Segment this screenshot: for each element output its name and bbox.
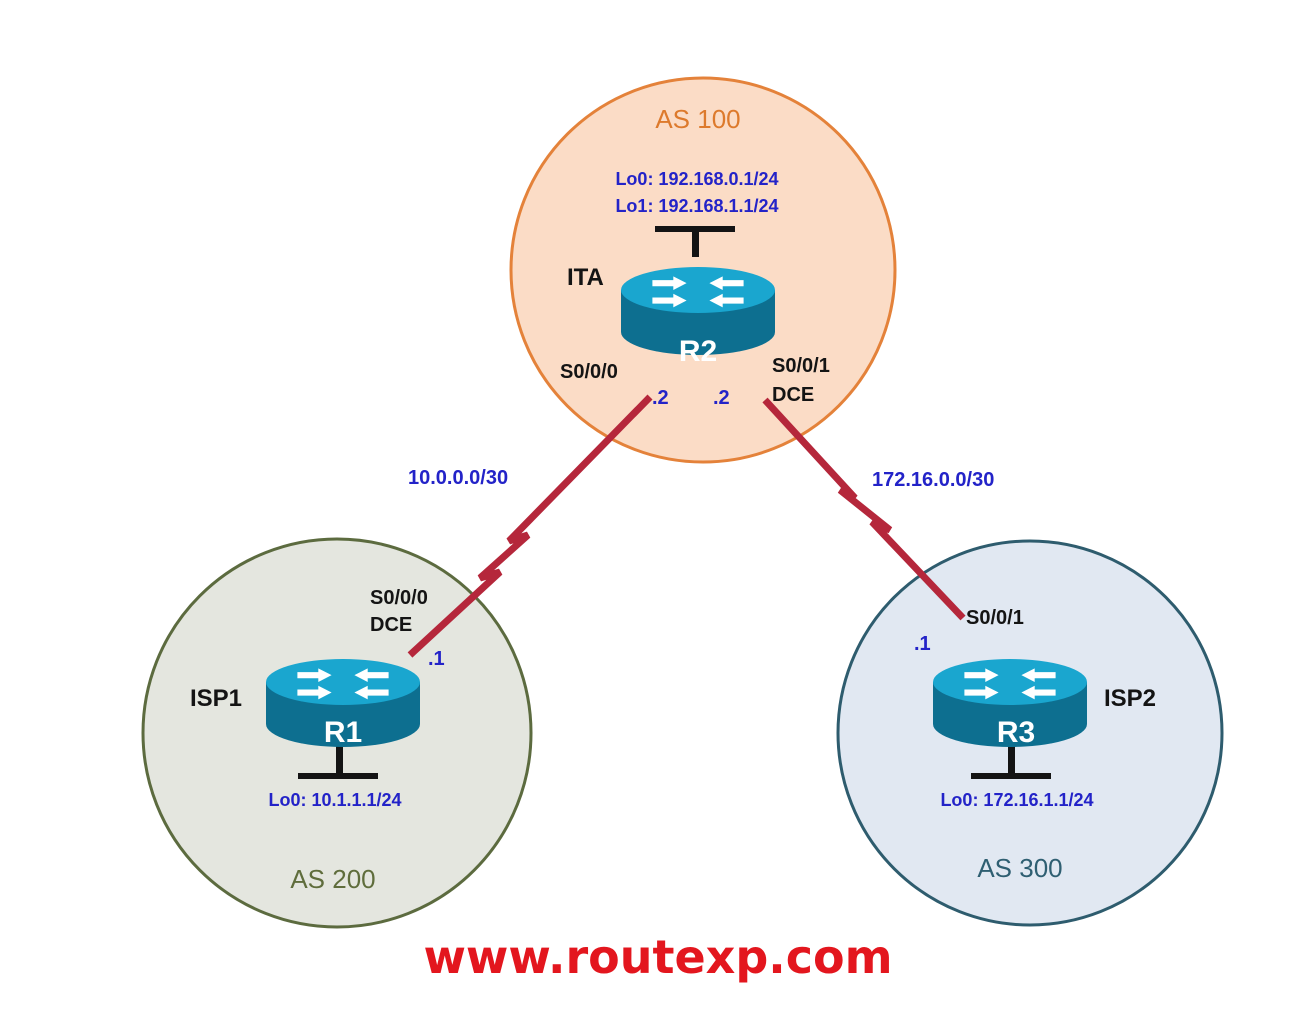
- link-r1-r2-network: 10.0.0.0/30: [408, 467, 508, 489]
- r1-loopback-0: Lo0: 10.1.1.1/24: [268, 790, 401, 810]
- r2-loopback-0: Lo0: 192.168.0.1/24: [615, 169, 778, 189]
- serial-link-r2-r3: [762, 397, 966, 621]
- r2-loopback-1: Lo1: 192.168.1.1/24: [615, 196, 778, 216]
- router-r3-icon[interactable]: [933, 659, 1087, 747]
- as100-label: AS 100: [655, 104, 740, 134]
- r3-ip-suffix: .1: [914, 633, 931, 655]
- r2-ip-suffix-s000: .2: [652, 387, 669, 409]
- r1-interface-s000-role: DCE: [370, 614, 412, 636]
- router-r1-name: R1: [324, 716, 362, 749]
- r2-interface-s000: S0/0/0: [560, 361, 618, 383]
- r3-hostname: ISP2: [1104, 685, 1156, 712]
- as200-label: AS 200: [290, 864, 375, 894]
- r1-interface-s000: S0/0/0: [370, 587, 428, 609]
- r2-interface-s001-role: DCE: [772, 384, 814, 406]
- router-r3-name: R3: [997, 716, 1035, 749]
- r3-loopback-0: Lo0: 172.16.1.1/24: [940, 790, 1093, 810]
- site-url-footer[interactable]: www.routexp.com: [423, 930, 893, 984]
- r1-hostname: ISP1: [190, 685, 242, 712]
- r1-ip-suffix: .1: [428, 648, 445, 670]
- router-r2-name: R2: [679, 335, 717, 368]
- r3-loopback-stub: [971, 740, 1051, 779]
- router-r1-icon[interactable]: [266, 659, 420, 747]
- router-r2-icon[interactable]: [621, 267, 775, 355]
- r1-loopback-stub: [298, 740, 378, 779]
- r2-loopback-stub: [655, 226, 735, 257]
- link-r2-r3-network: 172.16.0.0/30: [872, 469, 994, 491]
- r2-hostname: ITA: [567, 264, 604, 291]
- r3-interface-s001: S0/0/1: [966, 607, 1024, 629]
- r2-ip-suffix-s001: .2: [713, 387, 730, 409]
- as300-label: AS 300: [977, 853, 1062, 883]
- serial-link-r1-r2: [407, 394, 653, 658]
- r2-interface-s001: S0/0/1: [772, 355, 830, 377]
